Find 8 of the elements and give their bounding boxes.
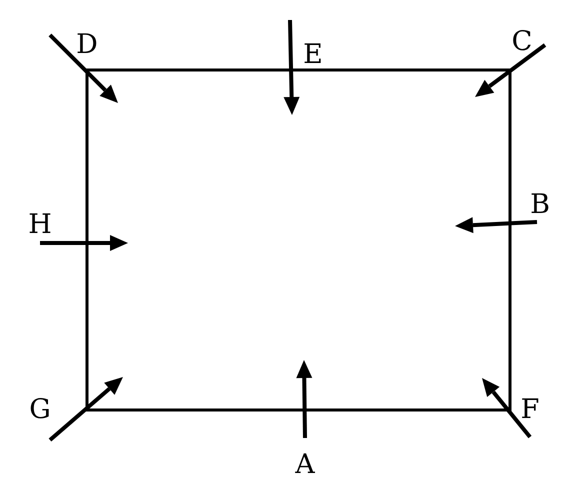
point-label: F [520, 395, 540, 425]
point-label: C [512, 27, 532, 57]
point-label: A [295, 450, 315, 480]
point-label: E [303, 40, 323, 70]
point-label: D [76, 30, 98, 60]
point-label: B [530, 190, 550, 220]
point-label: G [29, 395, 51, 425]
point-label: H [28, 210, 52, 240]
